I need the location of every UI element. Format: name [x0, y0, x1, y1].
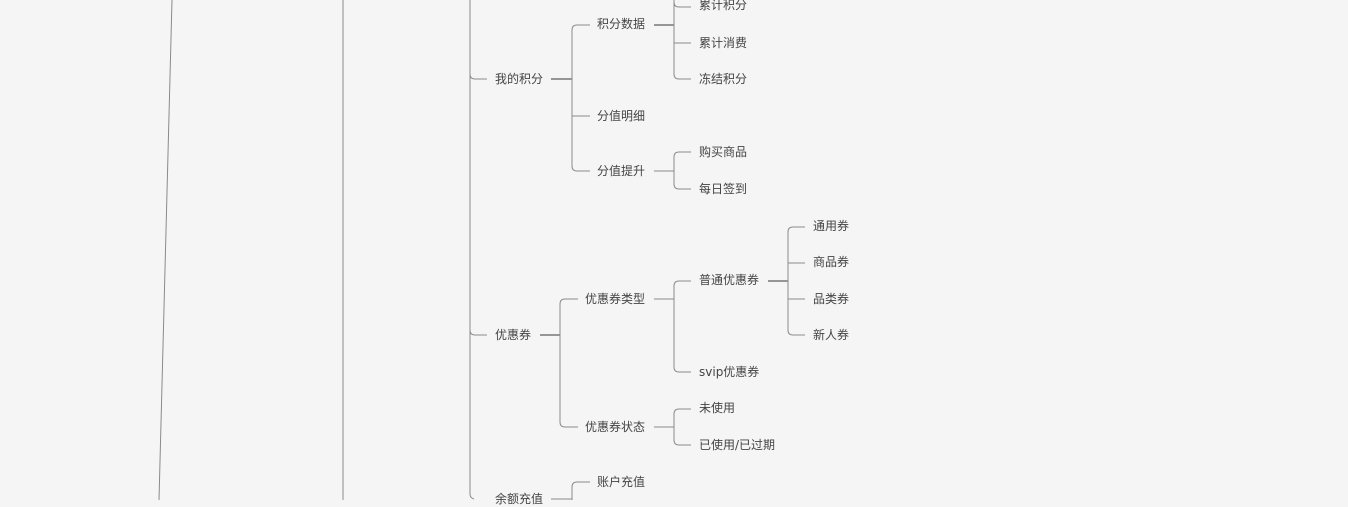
node-coupon-status[interactable]: 优惠券状态 — [585, 420, 646, 434]
bracket-my-points — [571, 24, 578, 172]
bracket-normal-coupon — [787, 226, 805, 336]
node-svip-coupon[interactable]: svip优惠券 — [699, 365, 760, 379]
node-cumulative-points[interactable]: 累计积分 — [699, 0, 748, 12]
main-branch-line — [469, 0, 475, 500]
node-points-boost[interactable]: 分值提升 — [597, 164, 646, 178]
node-unused[interactable]: 未使用 — [699, 401, 736, 415]
node-daily-checkin[interactable]: 每日签到 — [699, 182, 748, 196]
node-used-expired[interactable]: 已使用/已过期 — [699, 438, 776, 452]
node-account-recharge[interactable]: 账户充值 — [597, 475, 646, 489]
node-cumulative-spend[interactable]: 累计消费 — [699, 36, 748, 50]
node-coupons[interactable]: 优惠券 — [495, 328, 532, 342]
bracket-coupon-types — [673, 280, 691, 373]
node-my-points[interactable]: 我的积分 — [495, 72, 544, 86]
trunk-line-1 — [158, 0, 173, 501]
node-general-coupon[interactable]: 通用券 — [813, 219, 850, 233]
link-my-points — [469, 73, 487, 80]
node-buy-goods[interactable]: 购买商品 — [699, 145, 748, 159]
node-frozen-points[interactable]: 冻结积分 — [699, 72, 748, 86]
node-normal-coupon[interactable]: 普通优惠券 — [699, 273, 760, 287]
bracket-balance-recharge — [571, 481, 590, 500]
node-points-data[interactable]: 积分数据 — [597, 17, 646, 31]
bracket-points-data — [673, 0, 691, 80]
node-newcomer-coupon[interactable]: 新人券 — [813, 328, 850, 342]
node-category-coupon[interactable]: 品类券 — [813, 292, 850, 306]
node-coupon-types[interactable]: 优惠券类型 — [585, 292, 646, 306]
bracket-coupons — [559, 298, 578, 428]
bracket-points-boost — [673, 151, 691, 190]
node-points-detail[interactable]: 分值明细 — [597, 109, 646, 123]
node-balance-recharge[interactable]: 余额充值 — [495, 492, 544, 506]
node-goods-coupon[interactable]: 商品券 — [813, 255, 850, 269]
link-cumulative-points — [673, 1, 691, 8]
bracket-coupon-status — [673, 408, 691, 446]
link-coupons — [469, 329, 487, 336]
